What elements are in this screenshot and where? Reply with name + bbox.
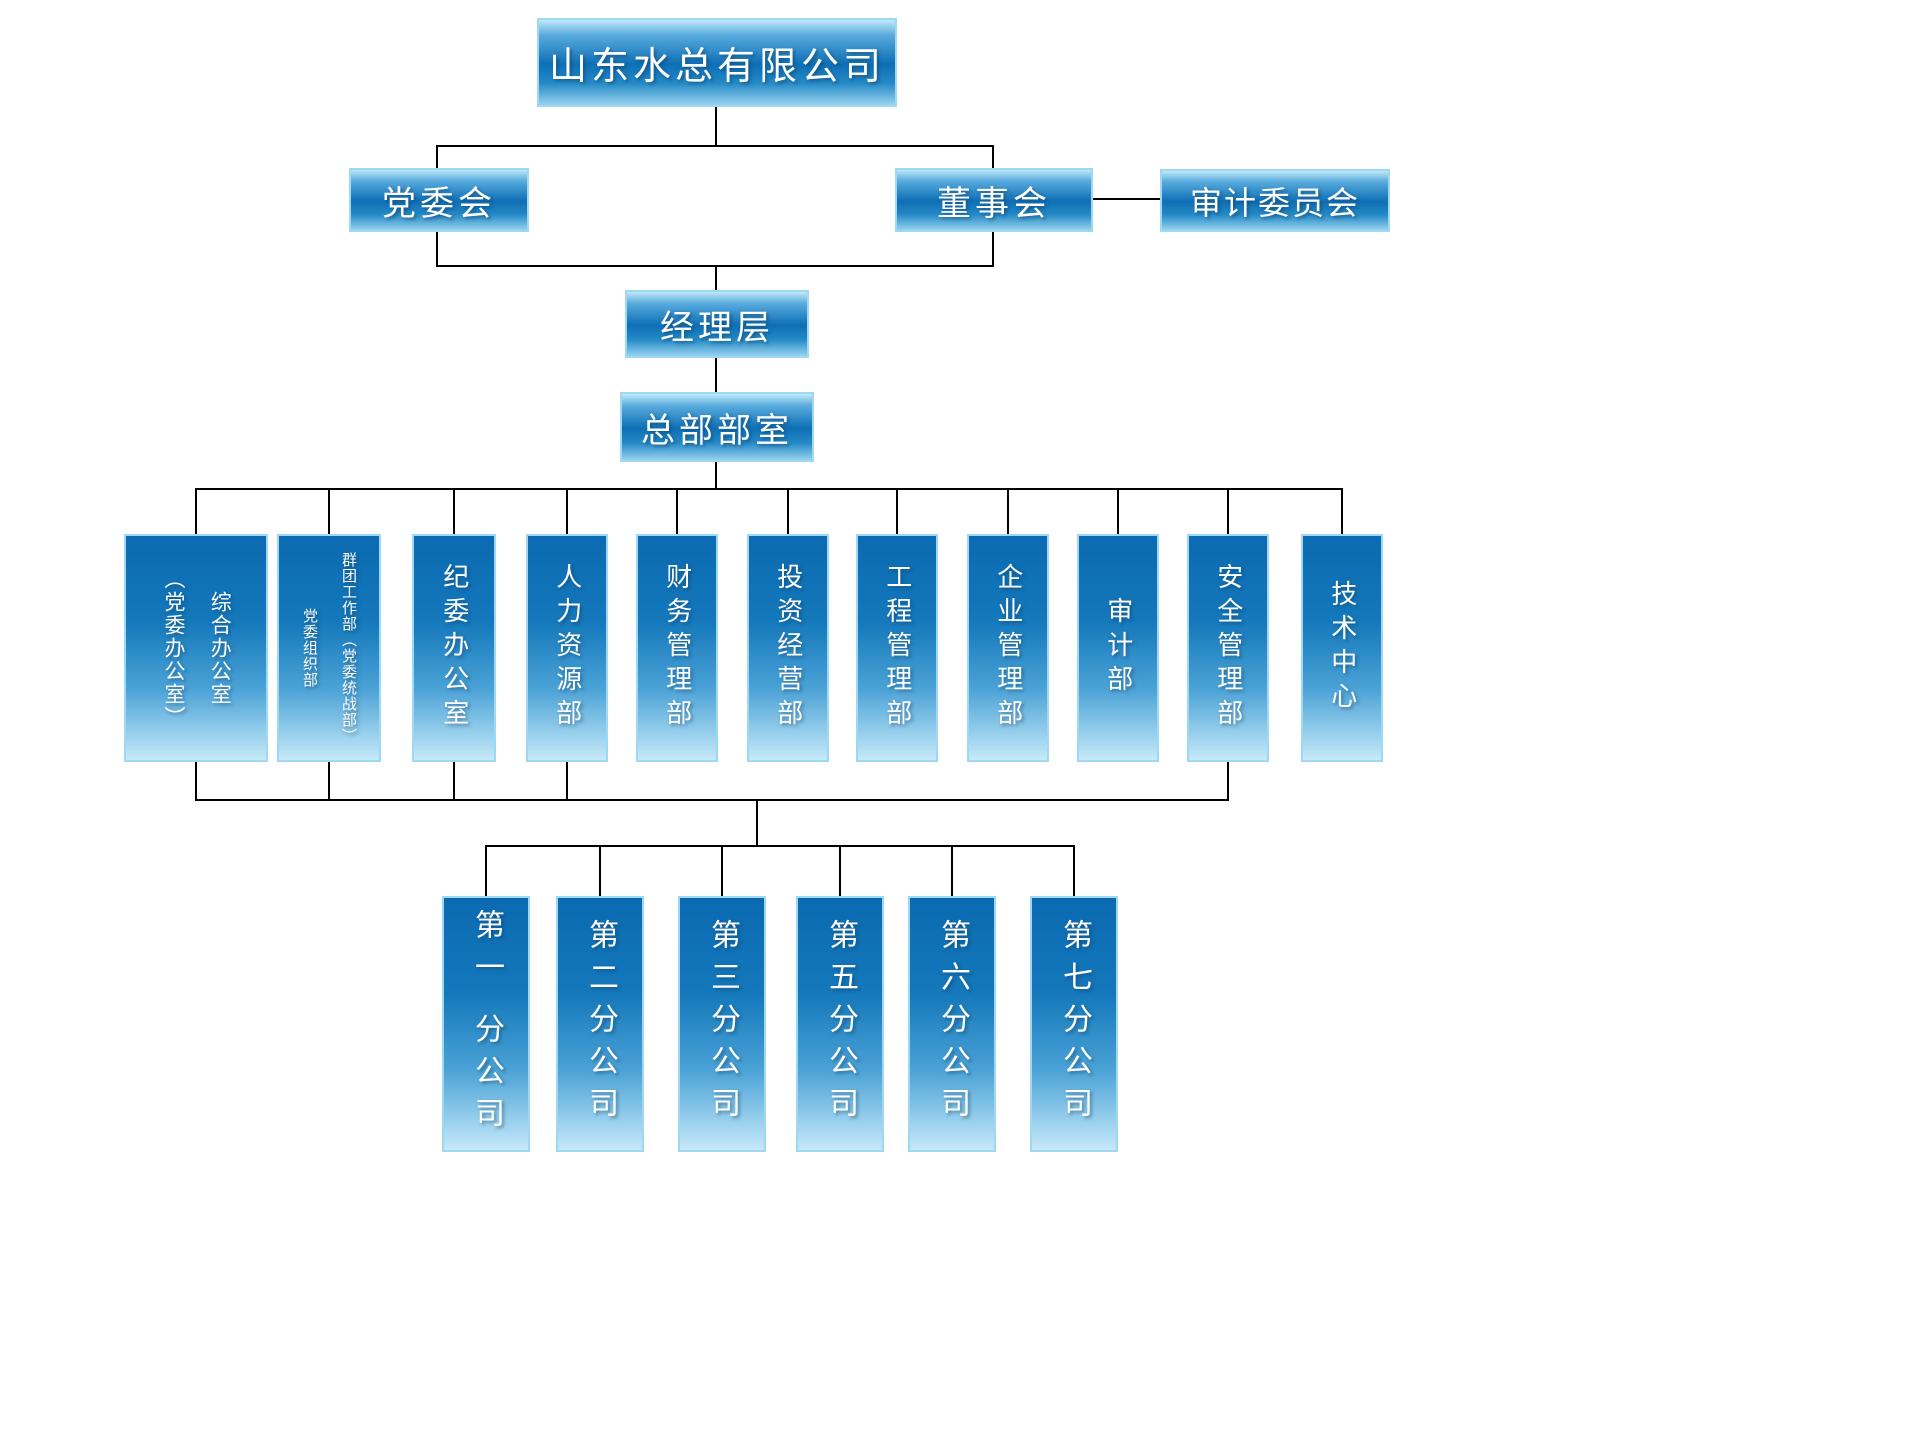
- connector-line: [1227, 488, 1229, 534]
- branch-label: 第七分公司: [1058, 919, 1091, 1129]
- connector-line: [566, 761, 568, 801]
- branch-node-1: 第一 分公司: [442, 896, 530, 1152]
- branch-node-5: 第五分公司: [796, 896, 884, 1152]
- branch-node-3: 第三分公司: [678, 896, 766, 1152]
- dept-node-general-office: 综合办公室 （党委办公室）: [124, 534, 268, 762]
- dept-label: 群团工作部（党委统战部） 党委组织部: [301, 552, 357, 744]
- dept-label: 纪委办公室: [439, 563, 470, 733]
- company-root-node: 山东水总有限公司: [537, 18, 897, 107]
- dept-node-investment: 投资经营部: [747, 534, 829, 762]
- dept-label: 综合办公室 （党委办公室）: [162, 567, 232, 729]
- dept-node-tech-center: 技术中心: [1301, 534, 1383, 762]
- connector-line: [992, 145, 994, 169]
- connector-line: [951, 845, 953, 897]
- headquarters-node: 总部部室: [620, 392, 814, 462]
- connector-line: [485, 845, 1075, 847]
- dept-label: 人力资源部: [552, 563, 583, 733]
- connector-line: [328, 761, 330, 801]
- dept-node-safety: 安全管理部: [1187, 534, 1269, 762]
- connector-line: [1007, 488, 1009, 534]
- dept-node-engineering: 工程管理部: [856, 534, 938, 762]
- connector-line: [328, 488, 330, 534]
- dept-label: 技术中心: [1327, 580, 1358, 716]
- management-label: 经理层: [660, 308, 774, 347]
- connector-line: [1073, 845, 1075, 897]
- connector-line: [453, 761, 455, 801]
- branch-node-2: 第二分公司: [556, 896, 644, 1152]
- branch-label: 第一 分公司: [470, 908, 503, 1140]
- dept-label: 企业管理部: [993, 563, 1024, 733]
- dept-node-discipline-office: 纪委办公室: [412, 534, 496, 762]
- dept-label: 投资经营部: [773, 563, 804, 733]
- connector-line: [715, 357, 717, 393]
- branch-label: 第五分公司: [824, 919, 857, 1129]
- connector-line: [599, 845, 601, 897]
- connector-line: [896, 488, 898, 534]
- dept-node-finance: 财务管理部: [636, 534, 718, 762]
- connector-line: [676, 488, 678, 534]
- connector-line: [715, 461, 717, 490]
- dept-node-hr: 人力资源部: [526, 534, 608, 762]
- connector-line: [485, 845, 487, 897]
- connector-line: [566, 488, 568, 534]
- connector-line: [1227, 761, 1229, 801]
- connector-line: [195, 488, 197, 534]
- branch-node-6: 第六分公司: [908, 896, 996, 1152]
- management-node: 经理层: [625, 290, 809, 358]
- dept-label: 财务管理部: [662, 563, 693, 733]
- branch-label: 第二分公司: [584, 919, 617, 1129]
- branch-node-7: 第七分公司: [1030, 896, 1118, 1152]
- dept-node-organization-dept: 群团工作部（党委统战部） 党委组织部: [277, 534, 381, 762]
- company-root-label: 山东水总有限公司: [548, 46, 885, 88]
- dept-label: 工程管理部: [882, 563, 913, 733]
- party-committee-node: 党委会: [349, 168, 529, 232]
- connector-line: [436, 145, 994, 147]
- connector-line: [1117, 488, 1119, 534]
- audit-committee-label: 审计委员会: [1189, 184, 1360, 221]
- connector-line: [195, 488, 1343, 490]
- connector-line: [195, 799, 1229, 801]
- connector-line: [715, 265, 717, 291]
- connector-line: [436, 231, 438, 267]
- connector-line: [195, 761, 197, 801]
- connector-line: [787, 488, 789, 534]
- branch-label: 第六分公司: [936, 919, 969, 1129]
- connector-line: [839, 845, 841, 897]
- board-node: 董事会: [895, 168, 1093, 232]
- connector-line: [992, 231, 994, 267]
- connector-line: [1091, 198, 1161, 200]
- audit-committee-node: 审计委员会: [1160, 169, 1390, 232]
- branch-label: 第三分公司: [706, 919, 739, 1129]
- connector-line: [1341, 488, 1343, 534]
- connector-line: [756, 799, 758, 847]
- connector-line: [453, 488, 455, 534]
- dept-label: 审计部: [1103, 597, 1134, 699]
- connector-line: [436, 145, 438, 169]
- connector-line: [721, 845, 723, 897]
- dept-node-enterprise-mgmt: 企业管理部: [967, 534, 1049, 762]
- connector-line: [715, 106, 717, 147]
- party-committee-label: 党委会: [382, 184, 496, 223]
- dept-node-audit: 审计部: [1077, 534, 1159, 762]
- headquarters-label: 总部部室: [641, 411, 793, 450]
- board-label: 董事会: [937, 184, 1051, 223]
- dept-label: 安全管理部: [1213, 563, 1244, 733]
